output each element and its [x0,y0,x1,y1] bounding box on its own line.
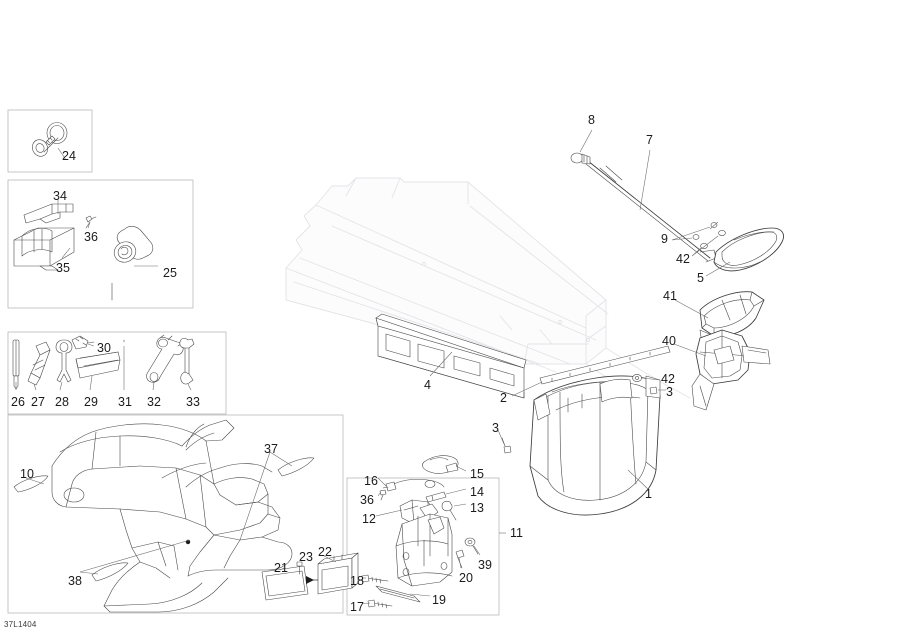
part-38-decal [91,562,129,582]
support-body-11 [395,513,453,587]
callout-1: 1 [645,487,652,501]
callout-41: 41 [663,289,677,303]
part-36-screw-toolbag [85,215,97,229]
part-15-latch [422,455,459,474]
part-7-rod [585,160,717,263]
part-16-cable [382,478,445,492]
part-32-wrench [146,334,184,383]
callout-38: 38 [68,574,82,588]
part-17-bolt [367,599,393,609]
part-4-trim-panel [375,313,527,399]
part-13-clip [441,500,457,521]
part-20-nut [455,549,465,569]
part-3-screw-right [649,386,658,395]
part-28-wrench [55,339,73,383]
callout-17: 17 [350,600,364,614]
callout-10: 10 [20,467,34,481]
part-9-screws [671,221,719,241]
callout-29: 29 [84,395,98,409]
part-30-spark-plug-socket [71,335,95,350]
part-8-knob [570,152,591,165]
callout-26: 26 [11,395,25,409]
part-34-strap [23,203,74,224]
part-26-screwdriver [12,339,20,390]
part-39-washer [464,537,479,555]
callout-30: 30 [97,341,111,355]
part-3-screw-left [501,437,512,454]
part-40-bracket [691,329,771,411]
callout-28: 28 [55,395,69,409]
panel-frames [7,109,500,616]
callout-31: 31 [118,395,132,409]
callout-39: 39 [478,558,492,572]
part-18-bolt [361,574,389,584]
callout-19: 19 [432,593,446,607]
callout-8: 8 [588,113,595,127]
part-21-panel [261,565,309,601]
callout-34: 34 [53,189,67,203]
callout-32: 32 [147,395,161,409]
part-1-windshield [529,375,661,516]
callout-20: 20 [459,571,473,585]
callout-12: 12 [362,512,376,526]
callout-42-right: 42 [661,372,675,386]
part-36-screw-support [379,489,387,501]
callout-13: 13 [470,501,484,515]
part-33-open-end-wrench [179,337,195,385]
callout-21: 21 [274,561,288,575]
callout-36-toolbag: 36 [84,230,98,244]
callout-42-mirror: 42 [676,252,690,266]
part-19-reinforcement [375,585,421,603]
callout-5: 5 [697,271,704,285]
callout-33: 33 [186,395,200,409]
part-25-spark-plug-holder [111,226,154,301]
part-37-decal [277,457,315,477]
callout-16: 16 [364,474,378,488]
callout-9: 9 [661,232,668,246]
part-35-tool-bag [13,227,75,271]
part-27-screwdriver-handle [27,341,51,386]
part-14-pin [425,491,447,503]
callout-15: 15 [470,467,484,481]
callout-36-support: 36 [360,493,374,507]
callout-37: 37 [264,442,278,456]
drawing-number: 37L1404 [4,620,37,629]
part-5-mirror [713,227,784,272]
leader-lines [15,129,709,605]
callout-40: 40 [662,334,676,348]
callout-22: 22 [318,545,332,559]
callout-18: 18 [350,574,364,588]
part-22-case [317,552,359,595]
callout-14: 14 [470,485,484,499]
vehicle-illustration [51,419,293,613]
part-10-decal [13,475,49,493]
part-29-tool-pouch-insert [75,351,121,379]
callout-23: 23 [299,550,313,564]
callout-24: 24 [62,149,76,163]
callout-3-left: 3 [492,421,499,435]
part-24-key-set [32,122,68,157]
part-42-washers-mirror [691,230,726,257]
callout-27: 27 [31,395,45,409]
callout-4: 4 [424,378,431,392]
callout-2: 2 [500,391,507,405]
lead-5 [705,261,731,277]
callout-25: 25 [163,266,177,280]
callout-35: 35 [56,261,70,275]
callout-3-right: 3 [666,385,673,399]
part-23-screw [296,561,303,575]
callout-11: 11 [510,526,523,540]
part-42-washer-right [632,374,642,382]
callout-7: 7 [646,133,653,147]
